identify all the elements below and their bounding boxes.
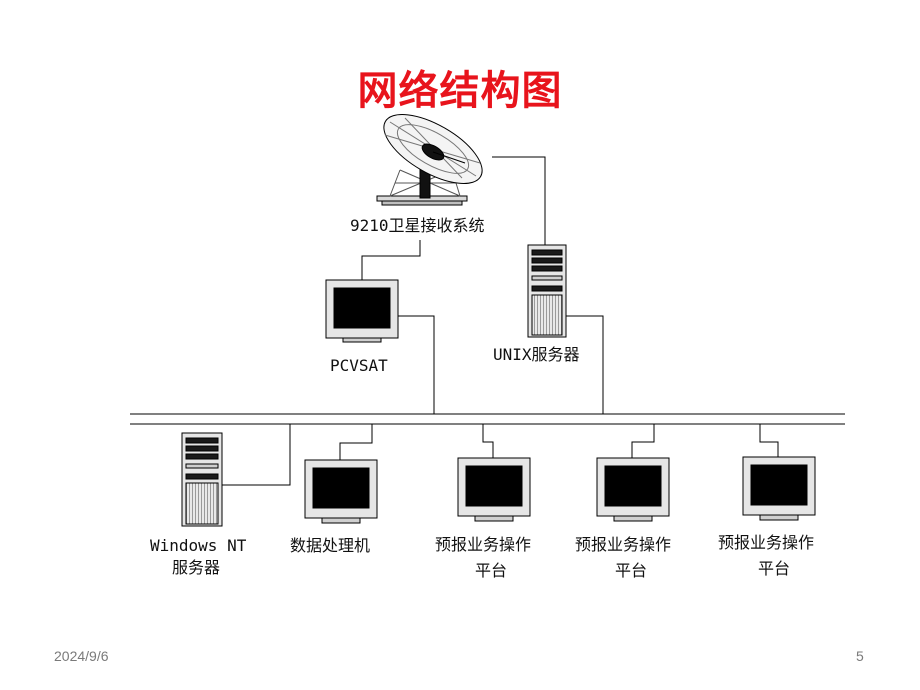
winnt-label-line2: 服务器 — [172, 558, 221, 577]
forecast-platform-1-label-line2: 平台 — [475, 561, 508, 580]
page-title: 网络结构图 — [357, 68, 563, 114]
forecast-platform-2-label-line1: 预报业务操作 — [575, 535, 672, 554]
unix-label: UNIX服务器 — [493, 345, 580, 364]
forecast-platform-1-monitor-icon — [457, 457, 531, 522]
pcvsat-monitor-icon — [325, 279, 399, 343]
satellite-label: 9210卫星接收系统 — [350, 216, 485, 235]
forecast-platform-3-label-line2: 平台 — [758, 559, 791, 578]
forecast-platform-2-monitor-icon — [596, 457, 670, 522]
forecast-platform-2-label-line2: 平台 — [615, 561, 648, 580]
winnt-label-line1: Windows NT — [150, 536, 247, 555]
pcvsat-label: PCVSAT — [330, 356, 388, 375]
slide-date: 2024/9/6 — [54, 648, 109, 664]
page-number: 5 — [856, 648, 864, 664]
data-processing-monitor-icon — [304, 459, 378, 524]
unix-server-icon — [527, 244, 567, 338]
winnt-server-icon — [181, 432, 223, 527]
satellite-dish-icon — [376, 114, 483, 206]
forecast-platform-3-monitor-icon — [742, 456, 816, 521]
forecast-platform-1-label-line1: 预报业务操作 — [435, 535, 532, 554]
forecast-platform-3-label-line1: 预报业务操作 — [718, 533, 815, 552]
connector-lines — [222, 156, 779, 486]
data-processing-label: 数据处理机 — [290, 536, 371, 555]
